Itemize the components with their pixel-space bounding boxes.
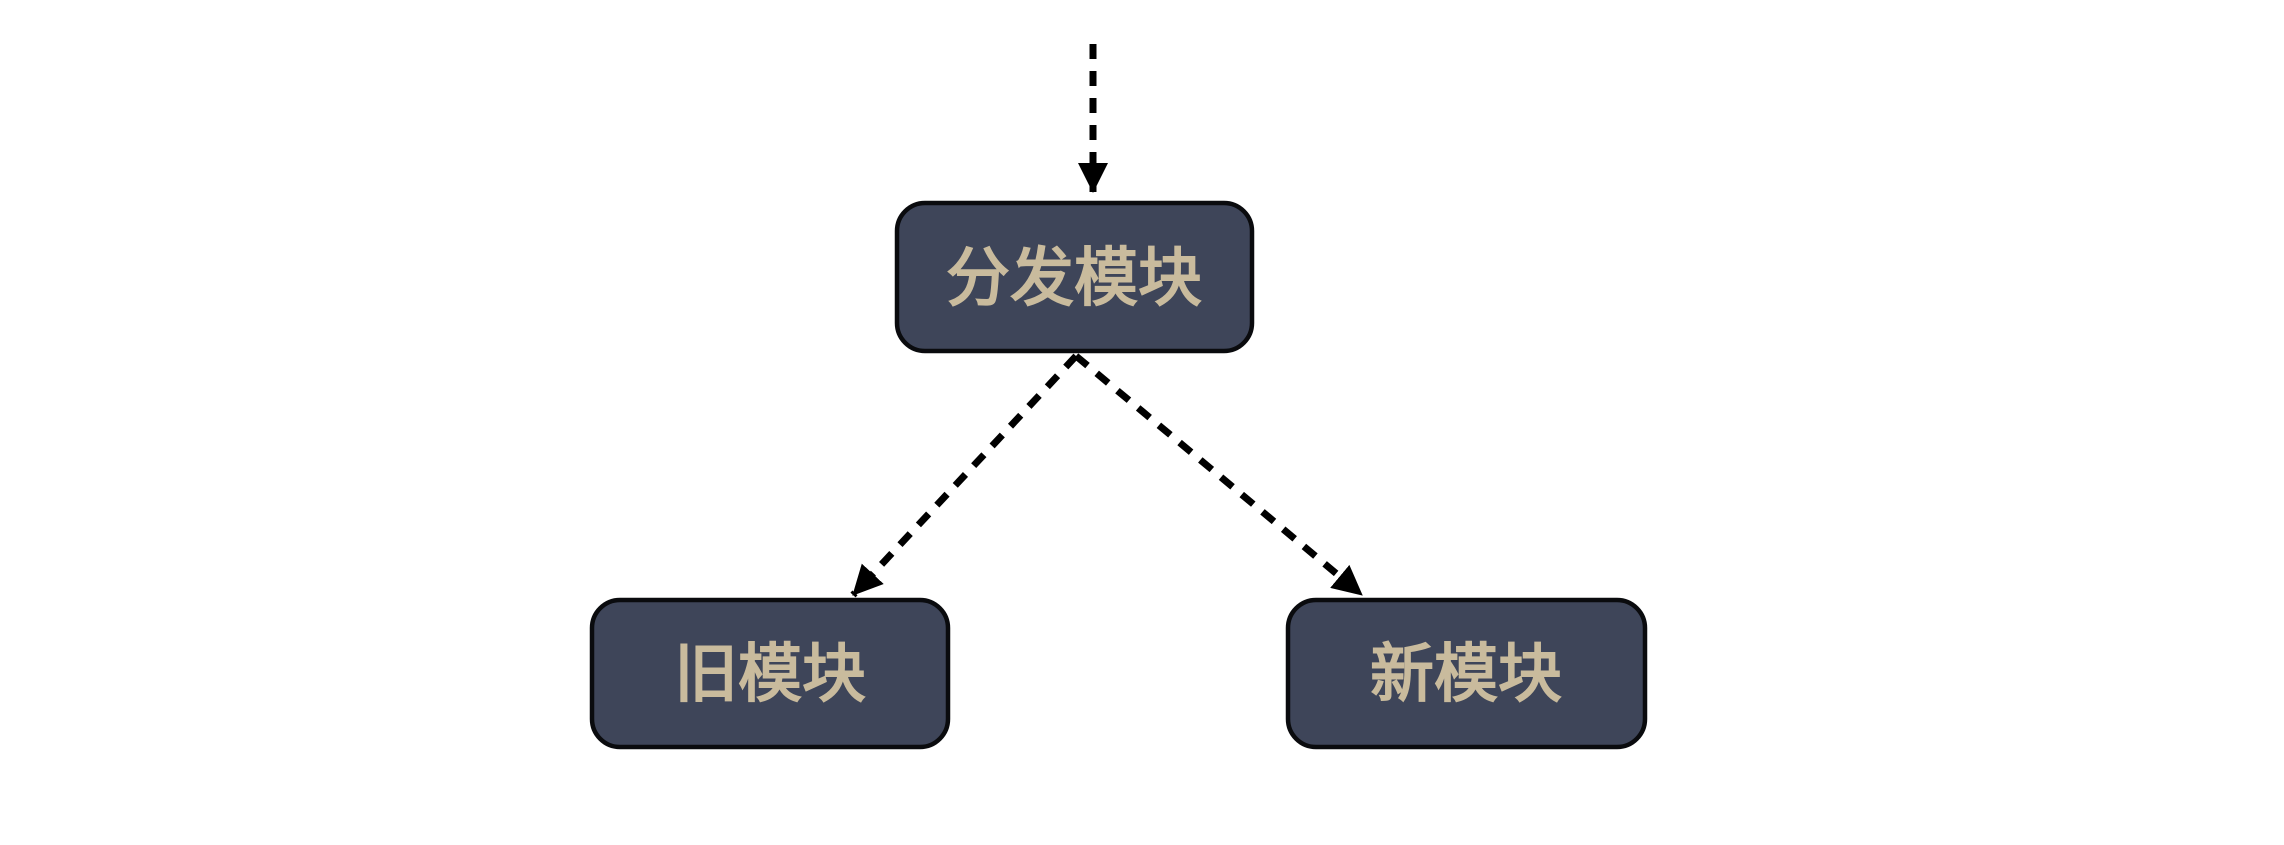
new-module-label: 新模块	[1370, 638, 1562, 712]
old-module-box	[589, 597, 951, 750]
dispatch-module-node: 分发模块	[894, 200, 1255, 354]
old-module-label: 旧模块	[674, 638, 866, 712]
dispatch-module-label: 分发模块	[946, 242, 1202, 316]
new-module-box	[1285, 597, 1648, 750]
edge-dispatch-to-old-arrow	[850, 353, 1079, 598]
edge-dispatch-to-new-arrow	[1073, 353, 1365, 598]
old-module-node: 旧模块	[589, 597, 951, 750]
new-module-node: 新模块	[1285, 597, 1648, 750]
dispatch-module-box	[894, 200, 1255, 354]
